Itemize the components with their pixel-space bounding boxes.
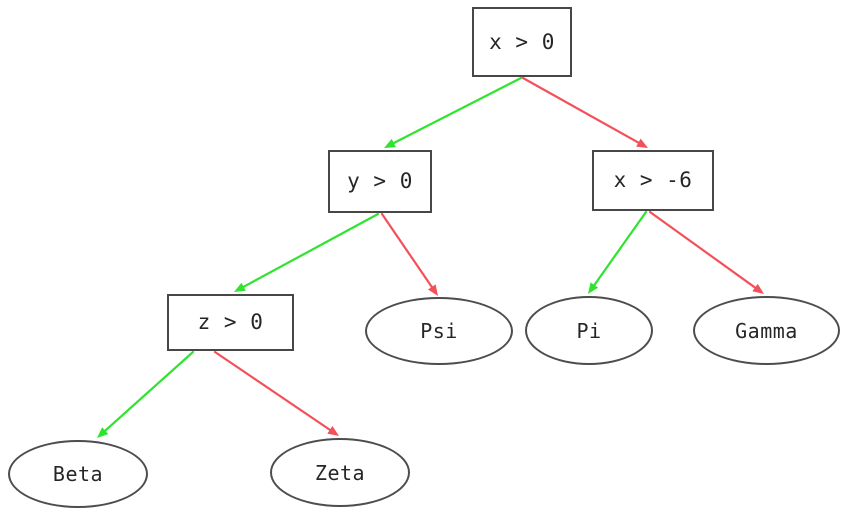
node-label: Pi: [576, 318, 602, 343]
leaf-node-pi[interactable]: Pi: [525, 296, 653, 365]
leaf-node-beta[interactable]: Beta: [8, 440, 148, 508]
decision-node-root[interactable]: x > 0: [472, 7, 572, 77]
leaf-node-zeta[interactable]: Zeta: [270, 438, 410, 507]
leaf-node-gamma[interactable]: Gamma: [693, 296, 840, 365]
node-label: x > -6: [613, 168, 693, 192]
node-label: Psi: [420, 319, 458, 343]
decision-node-z_gt_0[interactable]: z > 0: [167, 294, 294, 351]
node-label: z > 0: [197, 310, 264, 334]
node-label: y > 0: [347, 169, 413, 193]
node-label: x > 0: [489, 29, 555, 54]
leaf-node-psi[interactable]: Psi: [365, 297, 513, 365]
node-label: Gamma: [735, 318, 798, 343]
decision-node-x_gt_neg6[interactable]: x > -6: [592, 150, 714, 211]
decision-node-y_gt_0[interactable]: y > 0: [328, 150, 432, 213]
node-label: Zeta: [314, 460, 366, 485]
node-label: Beta: [52, 462, 104, 486]
